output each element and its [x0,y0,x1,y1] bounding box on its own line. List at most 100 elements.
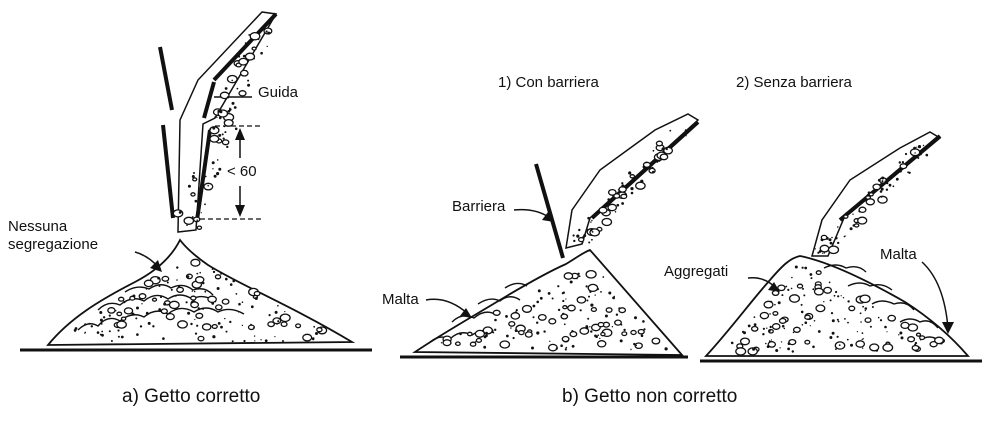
aggregate-speck [831,236,833,239]
aggregate-speck [859,312,862,315]
aggregate-speck [856,331,859,333]
aggregate-speck [547,343,558,352]
aggregate-speck [187,184,191,188]
aggregate-speck [877,178,881,182]
aggregate-speck [284,311,286,313]
aggregate-speck [906,162,909,165]
aggregate-speck [214,116,216,118]
aggregate-speck [172,209,184,218]
aggregate-speck [194,276,205,284]
aggregate-speck [872,183,882,191]
aggregate-speck [302,333,313,342]
aggregate-speck [244,42,247,45]
aggregate-speck [590,306,598,313]
aggregate-speck [278,318,281,320]
aggregate-speck [916,146,918,148]
aggregate-speck [494,318,497,322]
aggregate-speck [216,135,218,137]
aggregate-speck [224,87,228,90]
aggregate-speck [108,330,111,333]
aggregate-speck [847,321,849,324]
aggregate-speck [214,274,222,280]
aggregate-speck [250,323,252,326]
aggregate-speck [829,299,832,302]
aggregate-speck [877,195,888,204]
caption-b: b) Getto non corretto [562,386,738,407]
aggregate-speck [482,326,493,335]
aggregate-speck [828,238,832,242]
aggregate-speck [898,161,901,164]
aggregate-speck [837,226,839,228]
aggregate-speck [591,231,594,233]
aggregate-speck [202,308,205,310]
aggregate-speck [788,294,801,303]
aggregate-speck [919,335,926,341]
aggregate-speck [176,286,185,293]
aggregate-speck [800,310,804,314]
aggregate-speck [621,331,628,337]
aggregate-speck [123,300,126,304]
aggregate-speck [766,327,768,329]
aggregate-speck [190,301,200,309]
aggregate-speck [596,340,607,348]
aggregate-speck [518,329,525,336]
aggregate-speck [860,321,862,323]
aggregate-speck [579,309,582,312]
aggregate-speck [217,109,221,113]
aggregate-speck [532,304,536,308]
aggregate-speck [753,323,757,326]
aggregate-speck [267,31,271,35]
aggregate-speck [804,266,808,270]
aggregate-speck [844,235,846,237]
aggregate-speck [628,171,632,175]
aggregate-speck [859,294,871,304]
aggregate-speck [316,327,323,333]
aggregate-speck [866,194,869,197]
aggregate-speck [888,183,892,187]
aggregate-speck [774,303,776,306]
aggregate-speck [601,217,613,227]
aggregate-speck [809,325,811,327]
aggregate-speck [90,325,94,328]
aggregate-speck [145,311,149,315]
aggregate-speck [209,128,212,130]
aggregate-speck [515,309,518,312]
aggregate-speck [183,216,195,225]
aggregate-speck [913,146,917,150]
aggregate-speck [869,325,872,328]
aggregate-speck [600,291,602,293]
aggregate-speck [88,322,91,325]
aggregate-speck [539,296,543,300]
aggregate-speck [238,90,247,97]
aggregate-speck [475,337,483,343]
aggregate-speck [587,283,599,293]
aggregate-speck [280,321,288,328]
aggregate-speck [151,297,158,302]
aggregate-speck [116,311,123,317]
aggregate-speck [268,314,271,317]
aggregate-speck [204,203,206,206]
pile-b2-texture [823,264,939,341]
aggregate-speck [191,175,195,178]
aggregate-speck [775,349,779,352]
aggregate-speck [849,227,853,231]
aggregate-speck [599,337,601,340]
aggregate-speck [238,55,241,58]
aggregate-speck [274,310,278,314]
aggregate-speck [829,241,833,245]
aggregate-speck [823,286,833,294]
aggregate-speck [577,236,585,243]
aggregate-speck [587,317,590,320]
aggregate-speck [233,279,236,282]
aggregate-speck [630,191,634,195]
aggregate-speck [787,347,790,351]
aggregate-speck [565,298,567,300]
aggregate-speck [827,245,840,255]
aggregate-speck [800,303,803,306]
aggregate-speck [914,152,916,154]
aggregate-speck [214,304,223,311]
aggregate-speck [617,189,620,191]
aggregate-speck [221,133,224,136]
aggregate-speck [562,291,565,294]
aggregate-speck [642,161,651,168]
